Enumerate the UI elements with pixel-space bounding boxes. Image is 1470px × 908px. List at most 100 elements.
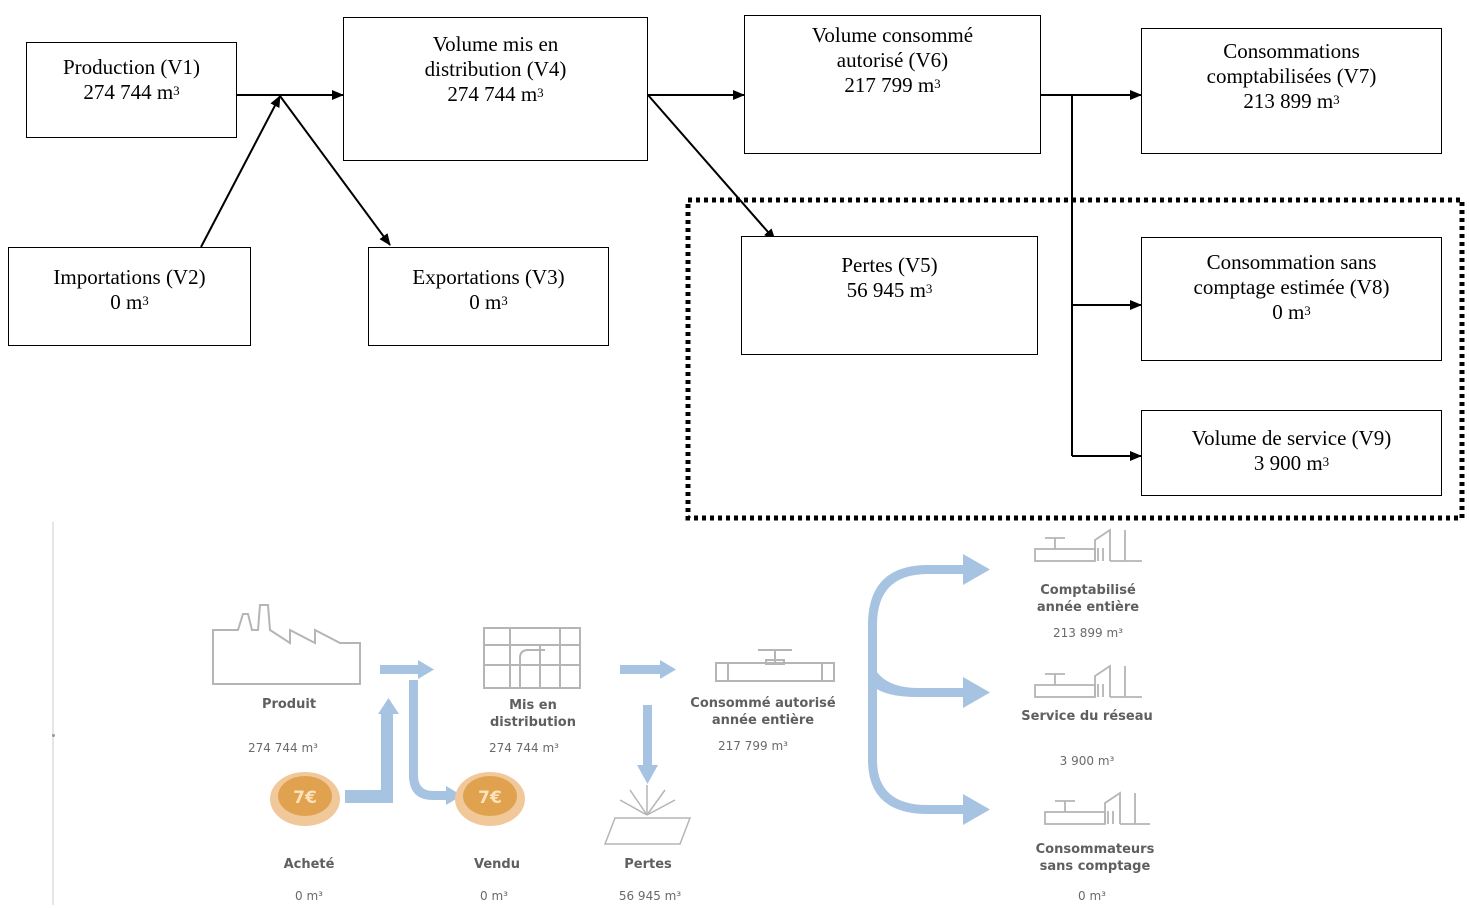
unit: m3 <box>484 290 508 314</box>
arrow-split-mid <box>868 640 965 697</box>
arrow-head <box>378 698 399 714</box>
label-vendu: Vendu <box>474 857 520 872</box>
unit: m3 <box>917 73 941 97</box>
box-label-line: Production (V1) <box>62 55 201 79</box>
label-sans-comptage-1: Consommateurs <box>1036 842 1155 857</box>
box-value-number: 0 <box>1272 300 1283 324</box>
arrow-head <box>963 794 990 825</box>
value-produit: 274 744 m³ <box>248 741 318 755</box>
arrow-achete-up <box>345 700 395 797</box>
arrow-head <box>660 660 676 679</box>
value-sans-comptage: 0 m³ <box>1078 889 1106 903</box>
arrow-head <box>637 765 658 784</box>
arrow-split-upper <box>868 565 965 690</box>
box-label-line: Importations (V2) <box>53 265 206 289</box>
box-value-number: 274 744 <box>447 82 516 106</box>
coin-icon-vendu: 7€ <box>455 772 525 826</box>
arrow-head <box>963 554 990 585</box>
box-value: 274 744 m3 <box>83 80 179 105</box>
box-distribution-v4: Volume mis en distribution (V4) 274 744 … <box>343 17 648 161</box>
box-production-v1: Production (V1) 274 744 m3 <box>26 42 237 138</box>
box-label-line: Exportations (V3) <box>412 265 565 289</box>
box-value: 56 945 m3 <box>847 278 933 303</box>
box-value: 217 799 m3 <box>844 73 940 98</box>
box-value: 274 744 m3 <box>447 82 543 107</box>
box-label-line: Volume mis en <box>432 32 559 56</box>
box-value-number: 0 <box>110 290 121 314</box>
arrow-junction-to-v3 <box>279 95 391 246</box>
value-consomme: 217 799 m³ <box>718 739 788 753</box>
box-value-number: 217 799 <box>844 73 913 97</box>
arrow-achete-stem <box>384 712 393 800</box>
box-losses-v5: Pertes (V5) 56 945 m3 <box>741 236 1038 355</box>
box-metered-consumption-v7: Consommations comptabilisées (V7) 213 89… <box>1141 28 1442 154</box>
box-consumed-authorised-v6: Volume consommé autorisé (V6) 217 799 m3 <box>744 15 1041 154</box>
box-label-line: comptabilisées (V7) <box>1206 64 1377 88</box>
box-value-number: 3 900 <box>1253 451 1302 475</box>
meter-service-icon <box>1034 664 1142 698</box>
box-value: 0 m3 <box>1272 300 1311 325</box>
flow-diagram-connectors <box>200 90 1465 521</box>
unit: m3 <box>1306 451 1330 475</box>
box-label-line: Pertes (V5) <box>841 253 938 277</box>
factory-icon <box>212 604 361 685</box>
water-balance-infographic: 7€ 7€ <box>212 528 1155 903</box>
label-service: Service du réseau <box>1021 709 1152 724</box>
box-label-line: Consommations <box>1223 39 1360 63</box>
box-value: 0 m3 <box>469 290 508 315</box>
box-label-line: Volume consommé <box>811 23 974 47</box>
value-distribution: 274 744 m³ <box>489 741 559 755</box>
leak-icon <box>603 785 692 845</box>
meter-consumer-icon <box>1034 528 1142 562</box>
unit: m3 <box>909 278 933 302</box>
value-comptabilise: 213 899 m³ <box>1053 626 1123 640</box>
box-value: 3 900 m3 <box>1254 451 1329 476</box>
arrow-head <box>418 660 434 679</box>
label-comptabilise-1: Comptabilisé <box>1040 583 1136 598</box>
value-achete: 0 m³ <box>295 889 323 903</box>
box-label-line: Consommation sans <box>1206 250 1377 274</box>
box-value-number: 274 744 <box>83 80 152 104</box>
svg-text:7€: 7€ <box>293 788 317 808</box>
box-value: 0 m3 <box>110 290 149 315</box>
box-label-line: Volume de service (V9) <box>1191 426 1392 450</box>
arrow-split-lower <box>868 690 965 814</box>
unmetered-consumer-icon <box>1044 791 1150 825</box>
pipe-network-icon <box>483 627 581 689</box>
box-value-number: 213 899 <box>1243 89 1312 113</box>
arrow-head <box>446 786 462 805</box>
box-label-line: distribution (V4) <box>424 57 567 81</box>
unit: m3 <box>156 80 180 104</box>
value-service: 3 900 m³ <box>1060 754 1115 768</box>
margin-dot <box>52 734 55 737</box>
coin-icon-achete: 7€ <box>270 772 340 826</box>
valve-pipe-icon <box>715 649 835 682</box>
box-label-line: comptage estimée (V8) <box>1193 275 1390 299</box>
box-label-line: autorisé (V6) <box>836 48 949 72</box>
box-value-number: 0 <box>469 290 480 314</box>
arrow-vendu-curve <box>409 775 448 800</box>
label-comptabilise-2: année entière <box>1037 600 1139 615</box>
unit: m3 <box>125 290 149 314</box>
flow-arrows <box>345 554 990 825</box>
box-exports-v3: Exportations (V3) 0 m3 <box>368 247 609 346</box>
box-imports-v2: Importations (V2) 0 m3 <box>8 247 251 346</box>
left-margin-bar <box>52 522 54 905</box>
unit: m3 <box>1316 89 1340 113</box>
arrow-v2-to-junction <box>200 95 281 248</box>
arrow-vendu-stem <box>409 680 418 780</box>
label-distribution-1: Mis en <box>509 698 557 713</box>
label-sans-comptage-2: sans comptage <box>1040 859 1151 874</box>
box-service-volume-v9: Volume de service (V9) 3 900 m3 <box>1141 410 1442 496</box>
arrow-distribution-to-consomme <box>620 665 662 674</box>
label-consomme-2: année entière <box>712 713 814 728</box>
box-unmetered-estimated-v8: Consommation sans comptage estimée (V8) … <box>1141 237 1442 361</box>
label-consomme-1: Consommé autorisé <box>690 696 836 711</box>
label-distribution-2: distribution <box>490 715 576 730</box>
unit: m3 <box>520 82 544 106</box>
box-value-number: 56 945 <box>846 278 905 302</box>
svg-text:7€: 7€ <box>478 788 502 808</box>
value-pertes: 56 945 m³ <box>619 889 681 903</box>
arrow-achete-base <box>345 794 393 803</box>
label-pertes: Pertes <box>624 857 672 872</box>
